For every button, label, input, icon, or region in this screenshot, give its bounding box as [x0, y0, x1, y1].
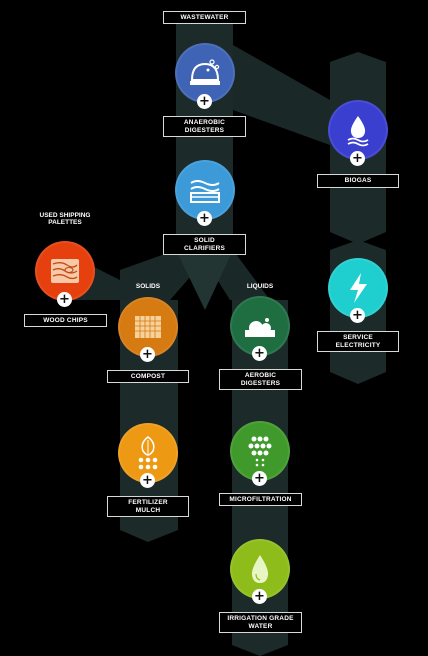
biogas-label: BIOGAS: [317, 174, 399, 188]
used-shipping-palettes-label: USED SHIPPING PALETTES: [39, 212, 91, 227]
clarifier-waves-icon: [190, 180, 220, 203]
expand-solid-clarifiers-button[interactable]: +: [197, 211, 212, 226]
wood-grain-icon: [51, 259, 79, 283]
node-wood-chips[interactable]: [35, 241, 95, 301]
expand-compost-button[interactable]: +: [140, 347, 155, 362]
expand-biogas-button[interactable]: +: [350, 151, 365, 166]
tank-bubbles-icon: [190, 59, 220, 85]
wastewater-label: WASTEWATER: [163, 11, 246, 24]
leaf-dots-icon: [138, 436, 158, 470]
flow-band-merge: [176, 250, 233, 310]
water-drop-icon: [251, 555, 269, 583]
node-biogas[interactable]: [328, 100, 388, 160]
filter-dots-icon: [248, 436, 272, 467]
compost-pile-icon: [135, 316, 161, 338]
service-electricity-label: SERVICE ELECTRICITY: [317, 331, 399, 352]
wood-chips-label: WOOD CHIPS: [24, 314, 107, 327]
compost-label: COMPOST: [107, 370, 189, 383]
node-anaerobic-digesters[interactable]: [175, 43, 235, 103]
lightning-icon: [350, 273, 367, 303]
anaerobic-digesters-label: ANAEROBIC DIGESTERS: [163, 116, 246, 137]
node-service-electricity[interactable]: [328, 258, 388, 318]
expand-service-electricity-button[interactable]: +: [350, 308, 365, 323]
expand-aerobic-digesters-button[interactable]: +: [252, 346, 267, 361]
microfiltration-label: MICROFILTRATION: [219, 493, 302, 506]
irrigation-grade-water-label: IRRIGATION GRADE WATER: [219, 612, 302, 633]
aerobic-bubbles-icon: [245, 318, 275, 337]
fertilizer-mulch-label: FERTILIZER MULCH: [107, 496, 189, 517]
expand-microfiltration-button[interactable]: +: [252, 471, 267, 486]
flow-band-compost-column: [120, 300, 178, 542]
gas-drop-icon: [347, 116, 369, 147]
expand-wood-chips-button[interactable]: +: [57, 292, 72, 307]
solid-clarifiers-label: SOLID CLARIFIERS: [163, 234, 246, 255]
node-solid-clarifiers[interactable]: [175, 160, 235, 220]
flow-band-to-biogas: [233, 45, 330, 145]
aerobic-digesters-label: AEROBIC DIGESTERS: [219, 369, 302, 390]
expand-anaerobic-digesters-button[interactable]: +: [197, 94, 212, 109]
expand-fertilizer-mulch-button[interactable]: +: [140, 473, 155, 488]
expand-irrigation-grade-water-button[interactable]: +: [252, 589, 267, 604]
liquids-label: LIQUIDS: [246, 283, 274, 290]
solids-label: SOLIDS: [135, 283, 161, 290]
